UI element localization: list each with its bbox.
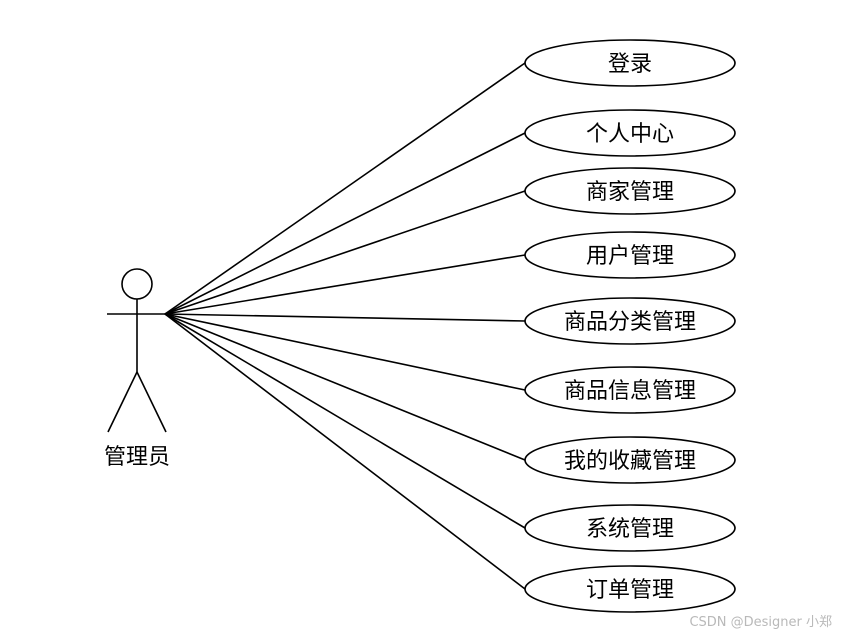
use-case: 商品分类管理	[524, 297, 736, 345]
use-case-ellipse	[524, 565, 736, 613]
use-case: 我的收藏管理	[524, 436, 736, 484]
association-line	[164, 313, 526, 590]
association-line	[164, 313, 526, 529]
use-case-ellipse	[524, 39, 736, 87]
association-line	[164, 132, 526, 315]
actor-label: 管理员	[104, 445, 170, 470]
use-case: 订单管理	[524, 565, 736, 613]
use-case: 个人中心	[524, 109, 736, 157]
use-case: 商家管理	[524, 167, 736, 215]
use-case-label: 我的收藏管理	[564, 449, 696, 474]
actor-right-leg	[136, 371, 167, 433]
use-case-label: 登录	[608, 52, 652, 77]
use-case: 用户管理	[524, 231, 736, 279]
association-lines	[164, 62, 526, 590]
use-case-ellipse	[524, 504, 736, 552]
association-line	[164, 313, 526, 461]
use-case-label: 商品分类管理	[564, 310, 696, 335]
use-case: 系统管理	[524, 504, 736, 552]
use-case-label: 订单管理	[586, 578, 674, 603]
association-line	[164, 62, 526, 315]
use-case-label: 系统管理	[586, 517, 674, 542]
watermark: CSDN @Designer 小郑	[689, 615, 832, 630]
use-case-ellipse	[524, 109, 736, 157]
actor-stick-figure: 管理员	[104, 268, 170, 470]
use-case-label: 个人中心	[586, 122, 674, 147]
use-case-ellipse	[524, 436, 736, 484]
use-case-ellipse	[524, 231, 736, 279]
actor-left-leg	[107, 371, 138, 433]
association-line	[164, 313, 526, 391]
use-case: 登录	[524, 39, 736, 87]
use-case-ellipse	[524, 297, 736, 345]
actor-head	[121, 268, 153, 300]
use-case-label: 商品信息管理	[564, 379, 696, 404]
use-case-ellipse	[524, 366, 736, 414]
use-case: 商品信息管理	[524, 366, 736, 414]
association-line	[164, 254, 526, 315]
use-case-label: 用户管理	[586, 244, 674, 269]
association-line	[164, 190, 526, 315]
use-case-label: 商家管理	[586, 180, 674, 205]
use-case-ellipse	[524, 167, 736, 215]
association-line	[164, 313, 526, 322]
